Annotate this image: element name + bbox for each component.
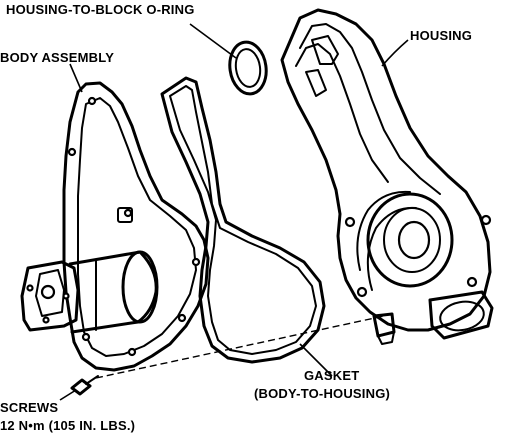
oring-label: HOUSING-TO-BLOCK O-RING [6,2,195,17]
housing-bolt-hole [344,216,356,228]
body-bolt-hole [87,96,97,106]
screws-torque-label: 12 N•m (105 IN. LBS.) [0,418,136,433]
housing-bolt-hole [356,286,368,298]
oring-leader [189,23,237,59]
body-bolt-hole [127,347,137,357]
screw [70,375,99,396]
gasket-label: GASKET [304,368,360,383]
body-bolt-hole [123,208,133,218]
assembly-axis-line [95,315,385,379]
screws-leader [59,389,77,401]
housing [280,8,494,345]
gasket [160,76,326,364]
gasket-leader [299,343,333,377]
body-assembly-leader [69,63,83,93]
housing-bolt-hole [466,276,478,288]
screws-label: SCREWS [0,400,59,415]
body-bolt-hole [67,147,77,157]
housing-label: HOUSING [410,28,473,43]
housing-bolt-hole [480,214,492,226]
body-bolt-hole [177,313,187,323]
housing-leader [381,39,409,67]
o-ring [228,40,268,96]
gasket-sub-label: (BODY-TO-HOUSING) [254,386,391,401]
body-bolt-hole [191,257,201,267]
body-assembly-label: BODY ASSEMBLY [0,50,115,65]
body-assembly [20,81,210,372]
body-bolt-hole [81,332,91,342]
